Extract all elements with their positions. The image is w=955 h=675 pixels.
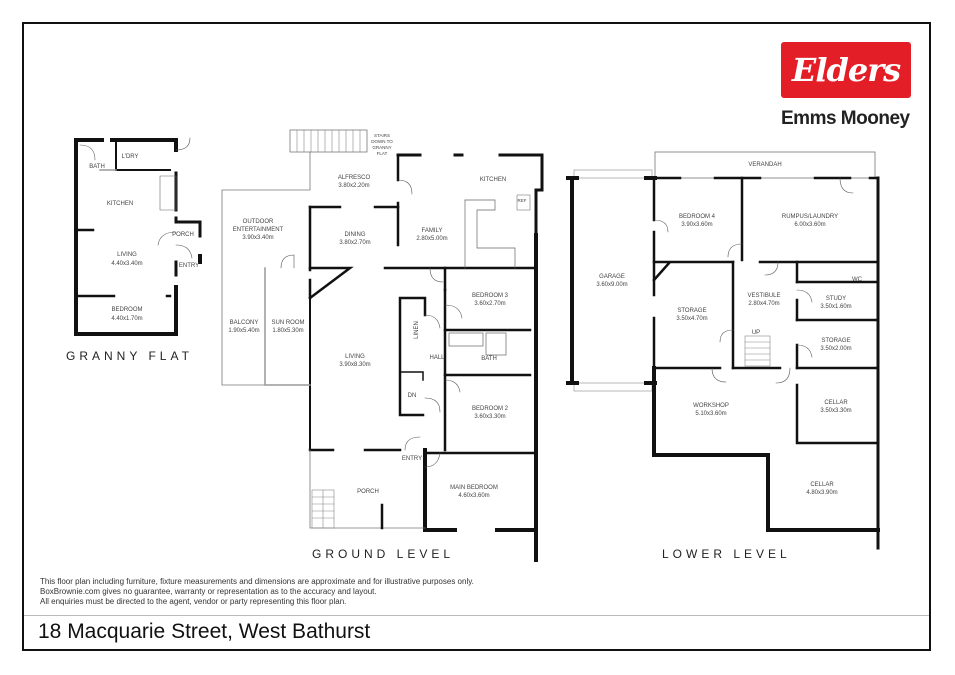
gf-living-label: LIVING <box>117 252 137 258</box>
svg-text:WORKSHOP: WORKSHOP <box>693 403 729 409</box>
svg-text:GARAGE: GARAGE <box>599 274 625 280</box>
svg-text:STORAGE: STORAGE <box>821 338 850 344</box>
svg-text:OUTDOOR: OUTDOOR <box>243 219 274 225</box>
svg-text:4.80x3.90m: 4.80x3.90m <box>806 490 837 496</box>
svg-text:3.50x1.60m: 3.50x1.60m <box>820 304 851 310</box>
svg-text:BATH: BATH <box>481 356 497 362</box>
svg-text:3.50x2.00m: 3.50x2.00m <box>820 346 851 352</box>
svg-text:DN: DN <box>408 393 417 399</box>
svg-text:ENTRY: ENTRY <box>402 456 422 462</box>
ground-level-plan <box>221 129 544 562</box>
disclaimer: This floor plan including furniture, fix… <box>40 577 474 607</box>
svg-text:3.90x3.40m: 3.90x3.40m <box>242 235 273 241</box>
svg-text:SUN ROOM: SUN ROOM <box>272 320 305 326</box>
svg-text:1.80x5.30m: 1.80x5.30m <box>272 328 303 334</box>
svg-text:BEDROOM: BEDROOM <box>111 307 142 313</box>
svg-text:2.80x5.00m: 2.80x5.00m <box>416 236 447 242</box>
svg-text:4.40x3.40m: 4.40x3.40m <box>111 261 142 267</box>
svg-text:BEDROOM 2: BEDROOM 2 <box>472 406 509 412</box>
svg-text:PORCH: PORCH <box>357 489 379 495</box>
svg-text:4.60x3.60m: 4.60x3.60m <box>458 493 489 499</box>
gf-porch-label: PORCH <box>172 232 194 238</box>
svg-text:6.00x3.60m: 6.00x3.60m <box>794 222 825 228</box>
svg-text:VESTIBULE: VESTIBULE <box>747 293 780 299</box>
svg-text:RUMPUS/LAUNDRY: RUMPUS/LAUNDRY <box>782 214 838 220</box>
granny-flat-label: GRANNY FLAT <box>66 349 193 363</box>
office-name: Emms Mooney <box>781 108 910 129</box>
svg-text:ENTRY: ENTRY <box>179 263 199 269</box>
svg-text:BALCONY: BALCONY <box>230 320 259 326</box>
svg-text:REF: REF <box>518 198 527 203</box>
svg-text:CELLAR: CELLAR <box>824 400 848 406</box>
lower-level-label: LOWER LEVEL <box>662 547 791 561</box>
elders-logo: Elders <box>781 42 911 98</box>
disclaimer-line: BoxBrownie.com gives no guarantee, warra… <box>40 587 377 596</box>
svg-text:3.90x8.30m: 3.90x8.30m <box>339 362 370 368</box>
svg-text:3.90x3.60m: 3.90x3.60m <box>681 222 712 228</box>
svg-text:LIVING: LIVING <box>345 354 365 360</box>
disclaimer-line: This floor plan including furniture, fix… <box>40 577 474 586</box>
svg-text:3.60x3.30m: 3.60x3.30m <box>474 414 505 420</box>
footer-divider <box>24 615 929 616</box>
disclaimer-line: All enquiries must be directed to the ag… <box>40 597 347 606</box>
svg-text:BEDROOM 4: BEDROOM 4 <box>679 214 716 220</box>
lower-level-plan <box>566 151 880 550</box>
gf-ldry-label: L'DRY <box>121 154 138 160</box>
svg-text:3.80x2.70m: 3.80x2.70m <box>339 240 370 246</box>
svg-text:STORAGE: STORAGE <box>677 308 706 314</box>
svg-text:ALFRESCO: ALFRESCO <box>338 175 371 181</box>
svg-text:1.90x5.40m: 1.90x5.40m <box>228 328 259 334</box>
logo-text: Elders <box>791 51 901 89</box>
gf-kitchen-label: KITCHEN <box>107 201 133 207</box>
svg-text:3.80x2.20m: 3.80x2.20m <box>338 183 369 189</box>
svg-text:KITCHEN: KITCHEN <box>480 177 506 183</box>
svg-text:3.50x4.70m: 3.50x4.70m <box>676 316 707 322</box>
gf-bath-label: BATH <box>89 164 105 170</box>
svg-text:DOWN TO: DOWN TO <box>371 139 393 144</box>
svg-text:3.50x3.30m: 3.50x3.30m <box>820 408 851 414</box>
svg-text:WC: WC <box>852 277 863 283</box>
svg-text:UP: UP <box>752 330 760 336</box>
svg-text:3.60x9.00m: 3.60x9.00m <box>596 282 627 288</box>
svg-text:STAIRS: STAIRS <box>374 133 390 138</box>
property-address: 18 Macquarie Street, West Bathurst <box>38 620 371 643</box>
svg-text:CELLAR: CELLAR <box>810 482 834 488</box>
granny-flat-plan <box>74 137 202 336</box>
svg-text:BEDROOM 3: BEDROOM 3 <box>472 293 509 299</box>
page-frame <box>22 22 931 651</box>
svg-text:3.60x2.70m: 3.60x2.70m <box>474 301 505 307</box>
ground-level-label: GROUND LEVEL <box>312 547 455 561</box>
svg-text:4.40x1.70m: 4.40x1.70m <box>111 316 142 322</box>
svg-text:MAIN BEDROOM: MAIN BEDROOM <box>450 485 498 491</box>
svg-text:STUDY: STUDY <box>826 296 846 302</box>
svg-text:FLAT: FLAT <box>377 151 388 156</box>
svg-text:DINING: DINING <box>345 232 366 238</box>
svg-text:VERANDAH: VERANDAH <box>748 162 781 168</box>
svg-text:FAMILY: FAMILY <box>422 228 443 234</box>
svg-text:2.80x4.70m: 2.80x4.70m <box>748 301 779 307</box>
svg-text:GRANNY: GRANNY <box>372 145 391 150</box>
svg-text:ENTERTAINMENT: ENTERTAINMENT <box>233 227 284 233</box>
svg-text:LINEN: LINEN <box>414 321 420 339</box>
svg-text:HALL: HALL <box>429 355 445 361</box>
svg-text:5.10x3.60m: 5.10x3.60m <box>695 411 726 417</box>
